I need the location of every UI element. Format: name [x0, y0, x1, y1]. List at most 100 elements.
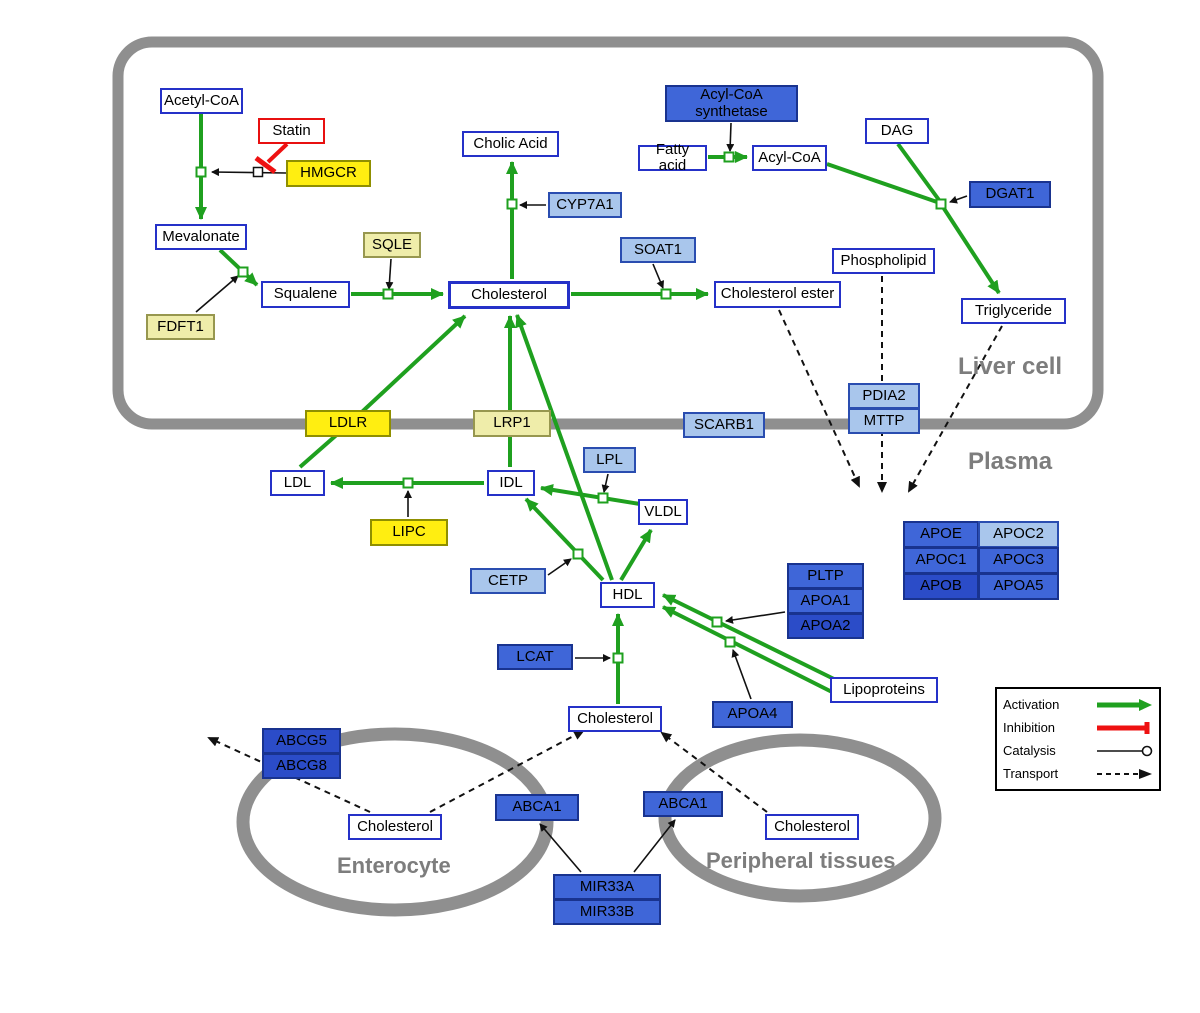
gene-apoe[interactable]: APOE [903, 521, 979, 548]
edge-vldl-idl [540, 483, 641, 506]
gene-acyl-coa-synthetase[interactable]: Acyl-CoA synthetase [665, 85, 798, 122]
gene-apoa5[interactable]: APOA5 [978, 573, 1059, 600]
legend-catalysis-label: Catalysis [1003, 743, 1056, 758]
transport-cholesterol-ester-to-plasma [778, 309, 860, 488]
gene-mir33b[interactable]: MIR33B [553, 899, 661, 925]
catalysis-apoa4 [731, 649, 752, 700]
inhibition-edge-statin [254, 142, 289, 175]
edge-hdl-idl [524, 497, 605, 582]
liver-cell-membrane [112, 36, 1104, 430]
catalysis-dgat1 [949, 195, 968, 204]
legend-inhibition-label: Inhibition [1003, 720, 1056, 735]
gene-abcg8[interactable]: ABCG8 [262, 753, 341, 779]
gene-scarb1[interactable]: SCARB1 [683, 412, 765, 438]
legend-transport: Transport [1003, 763, 1153, 785]
gene-lipc[interactable]: LIPC [370, 519, 448, 546]
gene-lrp1[interactable]: LRP1 [473, 410, 551, 437]
gene-apoc1[interactable]: APOC1 [903, 547, 979, 574]
gene-apob[interactable]: APOB [903, 573, 979, 600]
metabolite-cholesterol-ester[interactable]: Cholesterol ester [714, 281, 841, 308]
gene-apoc2[interactable]: APOC2 [978, 521, 1059, 548]
enterocyte-membrane [236, 727, 554, 917]
catalysis-fdft1 [195, 275, 239, 313]
edge-ldl-ldlr-cholesterol [298, 314, 467, 469]
arrow-mir33-abca1-right [633, 819, 676, 873]
edge-lipoproteins-hdl-upper [662, 593, 837, 682]
catalysis-soat1 [652, 263, 664, 289]
metabolite-acetyl-coa[interactable]: Acetyl-CoA [160, 88, 243, 114]
drug-statin[interactable]: Statin [258, 118, 325, 144]
catalysis-lpl [601, 473, 610, 493]
edge-lipoproteins-hdl-lower [662, 605, 835, 695]
gene-soat1[interactable]: SOAT1 [620, 237, 696, 263]
gene-ldlr[interactable]: LDLR [305, 410, 391, 437]
label-liver-cell: Liver cell [958, 353, 1063, 380]
transport-triglyceride-to-plasma [908, 325, 1003, 493]
edge-hdl-vldl [619, 528, 653, 582]
edge-dag-junction [896, 142, 941, 202]
gene-lpl[interactable]: LPL [583, 447, 636, 473]
edge-hdl-cholesterol [515, 314, 614, 581]
metabolite-cholesterol-enterocyte[interactable]: Cholesterol [348, 814, 442, 840]
metabolite-acyl-coa[interactable]: Acyl-CoA [752, 145, 827, 171]
label-peripheral-tissues: Peripheral tissues [706, 848, 896, 873]
gene-pltp[interactable]: PLTP [787, 563, 864, 589]
catalysis-sqle [385, 258, 394, 290]
gene-lcat[interactable]: LCAT [497, 644, 573, 670]
metabolite-lipoproteins[interactable]: Lipoproteins [830, 677, 938, 703]
gene-apoa2[interactable]: APOA2 [787, 613, 864, 639]
metabolite-idl[interactable]: IDL [487, 470, 535, 496]
gene-sqle[interactable]: SQLE [363, 232, 421, 258]
gene-mttp[interactable]: MTTP [848, 408, 920, 434]
peripheral-tissues-membrane [658, 733, 942, 903]
gene-cyp7a1[interactable]: CYP7A1 [548, 192, 622, 218]
metabolite-fatty-acid[interactable]: Fatty acid [638, 141, 707, 174]
label-plasma: Plasma [968, 448, 1053, 475]
metabolite-phospholipid[interactable]: Phospholipid [832, 248, 935, 274]
gene-abca1-left[interactable]: ABCA1 [495, 794, 579, 821]
inhibition-tbar-icon [1097, 721, 1150, 734]
metabolite-cholesterol-peripheral[interactable]: Cholesterol [765, 814, 859, 840]
metabolite-vldl[interactable]: VLDL [638, 499, 688, 525]
metabolite-ldl[interactable]: LDL [270, 470, 325, 496]
metabolite-cholic-acid[interactable]: Cholic Acid [462, 131, 559, 157]
metabolite-squalene[interactable]: Squalene [261, 281, 350, 308]
gene-abcg5[interactable]: ABCG5 [262, 728, 341, 754]
legend-inhibition: Inhibition [1003, 717, 1153, 739]
metabolite-cholesterol-liver[interactable]: Cholesterol [448, 281, 570, 309]
legend-activation-label: Activation [1003, 697, 1060, 712]
edge-junction-triglyceride [939, 202, 1001, 295]
gene-mir33a[interactable]: MIR33A [553, 874, 661, 900]
gene-abca1-right[interactable]: ABCA1 [643, 791, 723, 817]
transport-enterocyte-cholesterol-out [429, 730, 585, 813]
metabolite-dag[interactable]: DAG [865, 118, 929, 144]
gene-apoa4[interactable]: APOA4 [712, 701, 793, 728]
legend-catalysis: Catalysis [1003, 740, 1153, 762]
legend-activation: Activation [1003, 694, 1153, 716]
gene-apoa1[interactable]: APOA1 [787, 588, 864, 614]
catalysis-apoa-group [725, 611, 786, 624]
catalysis-marker-square [252, 166, 264, 178]
gene-hmgcr[interactable]: HMGCR [286, 160, 371, 187]
catalysis-edges [195, 122, 968, 873]
catalysis-hmgcr [211, 168, 287, 177]
metabolite-triglyceride[interactable]: Triglyceride [961, 298, 1066, 324]
legend: Activation Inhibition Catalysis Transpor… [995, 687, 1161, 791]
metabolite-hdl[interactable]: HDL [600, 582, 655, 608]
label-enterocyte: Enterocyte [337, 853, 451, 878]
edge-acylcoa-junction [826, 162, 938, 204]
gene-fdft1[interactable]: FDFT1 [146, 314, 215, 340]
metabolite-mevalonate[interactable]: Mevalonate [155, 224, 247, 250]
reaction-nodes [195, 151, 947, 664]
gene-cetp[interactable]: CETP [470, 568, 546, 594]
transport-arrow-icon [1097, 768, 1152, 779]
gene-apoc3[interactable]: APOC3 [978, 547, 1059, 574]
gene-pdia2[interactable]: PDIA2 [848, 383, 920, 409]
arrow-mir33-abca1-left [539, 823, 582, 873]
metabolite-cholesterol-plasma[interactable]: Cholesterol [568, 706, 662, 732]
catalysis-cetp [547, 558, 572, 576]
catalysis-circle-icon [1097, 745, 1153, 756]
gene-dgat1[interactable]: DGAT1 [969, 181, 1051, 208]
